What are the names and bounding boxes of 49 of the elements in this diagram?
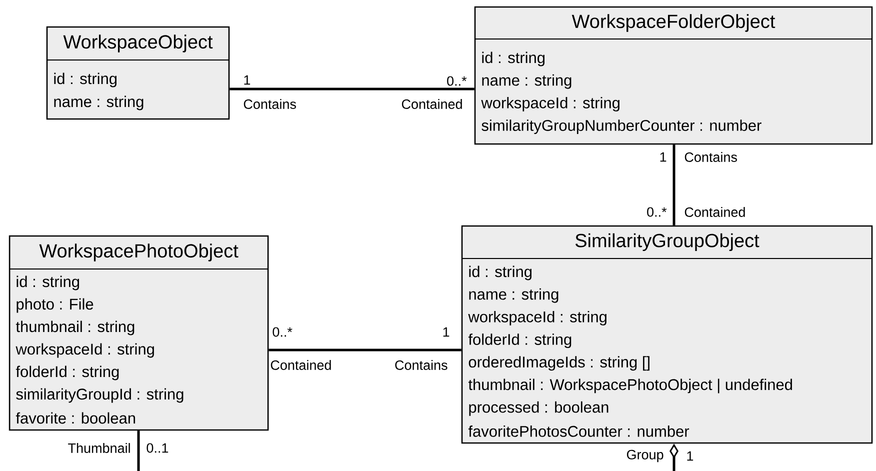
- class-box: [46, 26, 230, 120]
- association-end-label: 0..*: [447, 76, 467, 86]
- class-box: [8, 235, 269, 431]
- association-end-label: Contained: [684, 207, 745, 217]
- attribute-text: thumbnail : string: [16, 320, 134, 336]
- association-end-label: 0..*: [272, 327, 292, 337]
- association-end-label: Contains: [244, 99, 296, 109]
- association-end-label: Thumbnail: [68, 443, 130, 453]
- association-end-label: Contains: [684, 152, 737, 162]
- association-end-label: Contains: [395, 360, 448, 370]
- association-line: [230, 88, 474, 90]
- attribute-text: workspaceId : string: [481, 96, 620, 112]
- class-name: WorkspacePhotoObject: [39, 244, 238, 262]
- class-box: [461, 225, 873, 444]
- class-name: SimilarityGroupObject: [575, 233, 760, 252]
- association-end-label: 1: [660, 152, 666, 162]
- association-end-label: 1: [244, 75, 250, 85]
- association-end-label: Group: [626, 450, 664, 462]
- association-end-label: 1: [443, 327, 450, 337]
- association-line: [672, 144, 676, 226]
- attribute-text: processed : boolean: [469, 401, 608, 416]
- attribute-text: similarityGroupId : string: [16, 388, 184, 403]
- attribute-text: workspaceId : string: [468, 310, 606, 326]
- attribute-text: id : string: [54, 72, 117, 88]
- association-end-label: Contained: [402, 99, 462, 109]
- attribute-text: favorite : boolean: [16, 412, 136, 424]
- attribute-text: id : string: [16, 276, 80, 290]
- association-line: [268, 348, 462, 352]
- association-end-label: 0..*: [647, 207, 667, 217]
- association-end-label: 0..1: [146, 443, 168, 453]
- association-end-label: Contained: [270, 360, 331, 370]
- attribute-text: favoritePhotosCounter : number: [468, 426, 690, 437]
- attribute-text: similarityGroupNumberCounter : number: [482, 120, 762, 134]
- class-name: WorkspaceObject: [63, 34, 213, 52]
- association-line: [137, 430, 140, 471]
- attribute-text: workspaceId : string: [16, 343, 154, 358]
- attribute-text: photo : File: [16, 298, 94, 313]
- attribute-text: id : string: [482, 52, 545, 66]
- class-box: [474, 6, 873, 145]
- attribute-text: folderId : string: [468, 334, 572, 348]
- association-end-label: 1: [687, 451, 694, 461]
- attribute-text: orderedImageIds : string []: [468, 356, 650, 371]
- attribute-text: id : string: [469, 266, 532, 280]
- attribute-text: name : string: [469, 288, 558, 303]
- attribute-text: name : string: [54, 96, 144, 110]
- attribute-text: thumbnail : WorkspacePhotoObject | undefined: [468, 378, 792, 394]
- attribute-text: name : string: [482, 74, 572, 89]
- attribute-text: folderId : string: [16, 366, 119, 380]
- class-name: WorkspaceFolderObject: [572, 14, 776, 32]
